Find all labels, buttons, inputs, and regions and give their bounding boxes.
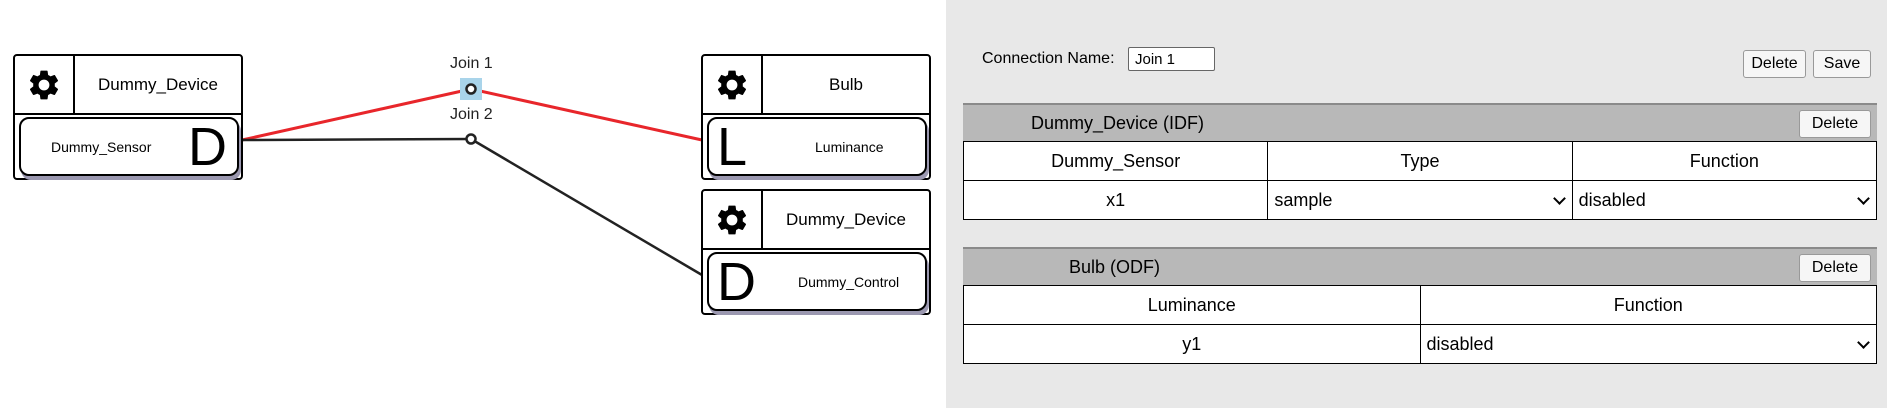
device-name: Dummy_Device [98,74,218,94]
feature-label: Dummy_Sensor [51,138,152,155]
gear-icon[interactable] [15,56,75,113]
odf-var: y1 [963,324,1421,364]
device-name: Bulb [828,74,864,94]
connection-name-label: Connection Name: [982,50,1115,67]
odf-header-function: Function [1419,285,1877,325]
odf-delete-button[interactable]: Delete [1799,254,1871,282]
connection-name-input[interactable] [1128,47,1215,71]
idf-type-value: sample [1274,189,1333,210]
join1-node[interactable] [465,83,477,95]
chevron-down-icon [1857,335,1870,349]
feature-label: Dummy_Control [798,273,900,290]
feature-letter: L [717,116,748,177]
odf-device-card-dummy[interactable]: Dummy_Device D Dummy_Control [701,189,931,315]
feature-letter: D [717,251,756,312]
idf-block: Dummy_Device (IDF) Delete Dummy_Sensor T… [962,103,1878,222]
chevron-down-icon [1857,191,1870,205]
join1-label[interactable]: Join 1 [450,55,493,72]
feature-luminance[interactable]: L Luminance [707,117,927,176]
device-header: Bulb [703,56,929,115]
gear-icon[interactable] [703,191,763,248]
odf-device-card-bulb[interactable]: Bulb L Luminance [701,54,931,180]
idf-device-card[interactable]: Dummy_Device Dummy_Sensor D [13,54,243,180]
idf-header: Dummy_Device (IDF) Delete [963,103,1877,141]
feature-dummy-sensor[interactable]: Dummy_Sensor D [19,117,239,176]
connection-canvas[interactable]: Join 1 Join 2 Dummy_Device Dummy_Sensor … [0,0,946,408]
odf-table: Luminance Function y1 disabled [963,285,1877,364]
odf-header: Bulb (ODF) Delete [963,247,1877,285]
join1-line-idf[interactable] [241,87,472,142]
join2-node[interactable] [465,133,477,145]
connection-lines [241,78,703,277]
idf-delete-button[interactable]: Delete [1799,110,1871,138]
odf-function-select[interactable]: disabled [1419,324,1877,364]
device-header: Dummy_Device [703,191,929,250]
idf-function-value: disabled [1578,189,1646,210]
odf-function-value: disabled [1426,333,1494,354]
idf-header-function: Function [1571,141,1878,181]
feature-label: Luminance [815,138,884,155]
gear-icon[interactable] [703,56,763,113]
delete-connection-button[interactable]: Delete [1743,50,1806,78]
device-header: Dummy_Device [15,56,241,115]
chevron-down-icon [1552,191,1566,205]
connection-panel: Connection Name: Delete Save Dummy_Devic… [946,0,1887,408]
idf-function-select[interactable]: disabled [1571,180,1878,220]
feature-letter: D [188,116,227,177]
odf-header-feature: Luminance [963,285,1421,325]
idf-title: Dummy_Device (IDF) [1031,113,1205,133]
odf-title: Bulb (ODF) [1069,257,1161,277]
idf-table: Dummy_Sensor Type Function x1 sample dis… [962,141,1878,220]
join2-line-odf[interactable] [470,137,703,277]
idf-header-feature: Dummy_Sensor [962,141,1269,181]
feature-dummy-control[interactable]: D Dummy_Control [707,252,927,311]
join2-label[interactable]: Join 2 [450,106,493,123]
idf-type-select[interactable]: sample [1267,180,1573,220]
idf-header-type: Type [1267,141,1573,181]
odf-block: Bulb (ODF) Delete Luminance Function y1 … [963,247,1877,366]
device-name: Dummy_Device [786,209,906,229]
join1-line-odf[interactable] [470,87,703,142]
idf-var: x1 [962,180,1269,220]
join2-line-idf[interactable] [241,137,472,142]
save-button[interactable]: Save [1813,50,1871,78]
